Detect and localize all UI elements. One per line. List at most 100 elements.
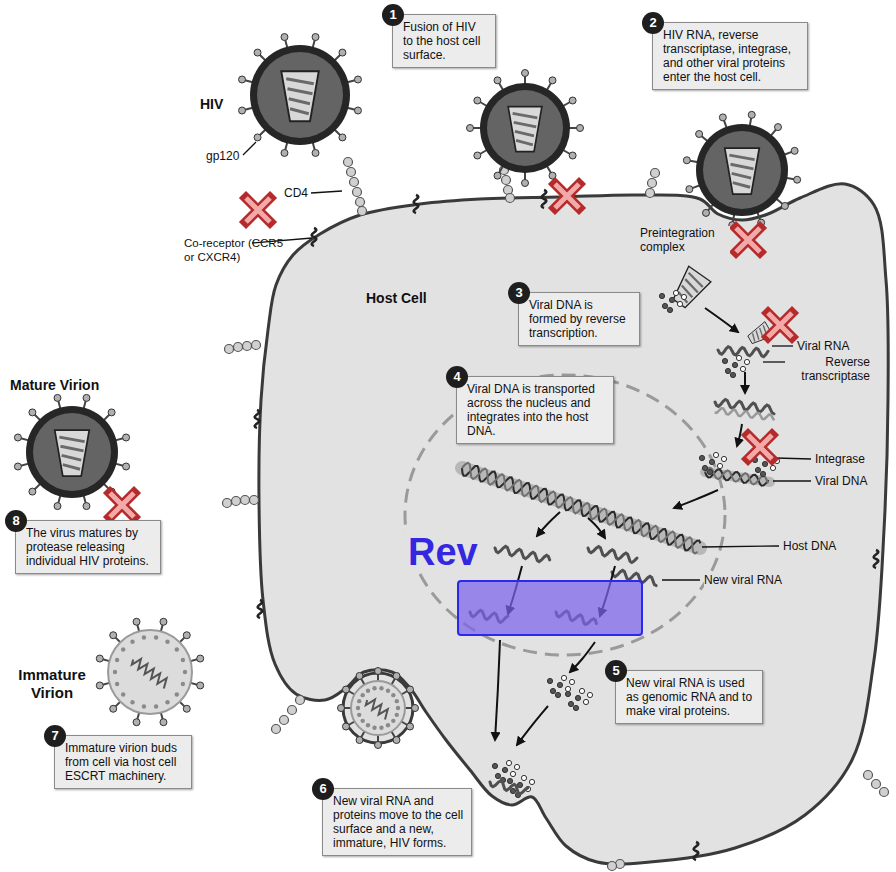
- step-text: Fusion of HIV to the host cell surface.: [403, 20, 489, 62]
- part-label: Host DNA: [783, 539, 836, 553]
- gp120-knob: [123, 463, 130, 470]
- gag-dot: [356, 706, 360, 710]
- gp120-knob: [686, 186, 693, 193]
- process-arrow: [537, 512, 560, 536]
- capsid-cone: [508, 107, 542, 152]
- viral-protein: [725, 368, 730, 373]
- virion-matrix: [703, 131, 781, 209]
- gp120-knob: [239, 107, 246, 114]
- gag-dot: [165, 639, 169, 643]
- gp120-knob: [412, 705, 419, 712]
- viral-protein: [573, 705, 578, 710]
- virion-envelope: [108, 630, 192, 714]
- gp120-knob: [54, 394, 61, 401]
- gag-dot: [391, 693, 395, 697]
- cd4-receptor: [225, 345, 234, 354]
- virion-matrix: [33, 413, 111, 491]
- capsid-coil: [729, 155, 754, 187]
- viral-protein: [507, 778, 512, 783]
- gp120-knob: [356, 737, 363, 744]
- gag-dot: [386, 723, 390, 727]
- gag-dot: [154, 704, 158, 708]
- capsid: [508, 107, 542, 152]
- cd4-receptor: [234, 343, 243, 352]
- gp120-knob: [703, 209, 710, 216]
- gp120-knob: [577, 125, 584, 132]
- capsid: [281, 71, 319, 121]
- viral-protein: [709, 459, 714, 464]
- gp120-knob: [110, 632, 117, 639]
- callout-number: 3: [508, 282, 530, 304]
- viral-protein: [517, 782, 522, 787]
- gag-dot: [395, 699, 399, 703]
- gp120-knob: [160, 719, 167, 726]
- gp120-knob: [123, 434, 130, 441]
- cd4-receptor: [288, 706, 297, 715]
- gp120-knob: [96, 682, 103, 689]
- cd4-receptor: [241, 496, 250, 505]
- gp120-knob: [312, 34, 319, 41]
- viral-protein: [510, 788, 515, 793]
- step-box: 2HIV RNA, reverse transcriptase, integra…: [652, 22, 808, 90]
- gp120-knob: [29, 488, 36, 495]
- block-mark: [736, 228, 760, 252]
- gag-dot: [181, 658, 185, 662]
- cd4-receptor: [506, 194, 515, 203]
- gp120-knob: [254, 49, 261, 56]
- viral-protein: [760, 471, 765, 476]
- viral-protein: [730, 372, 735, 377]
- gp120-knob: [569, 97, 576, 104]
- gp120-knob: [133, 719, 140, 726]
- gp120-knob: [474, 97, 481, 104]
- viral-protein: [514, 764, 519, 769]
- virion-envelope: [480, 83, 570, 173]
- leader-line: [243, 142, 256, 155]
- stage-label: Mature Virion: [10, 377, 99, 394]
- gp120-knob: [354, 107, 361, 114]
- viral-protein: [736, 355, 741, 360]
- viral-protein: [547, 678, 552, 683]
- cd4-receptor: [648, 179, 657, 188]
- gp120-knob: [29, 409, 36, 416]
- step-text: HIV RNA, reverse transcriptase, integras…: [663, 28, 801, 84]
- gp120-knob: [375, 668, 382, 675]
- viral-protein: [740, 366, 745, 371]
- gp120-knob: [569, 152, 576, 159]
- leader-line: [776, 458, 811, 459]
- host-cell-membrane: [259, 184, 888, 864]
- gp120-knob: [183, 632, 190, 639]
- process-arrow: [517, 706, 548, 745]
- callout-number: 5: [605, 660, 627, 682]
- gag-dot: [165, 700, 169, 704]
- gp120-knob: [108, 409, 115, 416]
- viral-protein: [722, 358, 727, 363]
- gag-dot: [360, 719, 364, 723]
- gag-dot: [115, 658, 119, 662]
- part-label: Preintegration complex: [640, 226, 730, 254]
- block-mark: [110, 493, 134, 517]
- viral-protein: [529, 779, 534, 784]
- gp120-knob: [342, 686, 349, 693]
- virion-matrix: [257, 52, 343, 138]
- gag-dot: [142, 635, 146, 639]
- cd4-receptor: [864, 771, 873, 780]
- gag-dot: [360, 693, 364, 697]
- step-box: 5New viral RNA is used as genomic RNA an…: [615, 670, 763, 724]
- gp120-knob: [183, 705, 190, 712]
- co-receptor: [694, 842, 699, 860]
- step-box: 8The virus matures by protease releasing…: [15, 520, 161, 574]
- cd4-receptor: [347, 168, 356, 177]
- cd4-receptor: [872, 780, 881, 789]
- part-label: Reverse transcriptase: [788, 355, 870, 383]
- virion-matrix: [487, 90, 563, 166]
- co-receptor: [542, 190, 547, 208]
- step-text: The virus matures by protease releasing …: [26, 526, 154, 568]
- step-box: 4Viral DNA is transported across the nuc…: [456, 376, 614, 444]
- part-label: Viral DNA: [815, 474, 867, 488]
- capsid: [55, 430, 90, 476]
- region-label: Host Cell: [366, 290, 427, 307]
- part-label: gp120: [206, 149, 239, 163]
- viral-protein: [555, 692, 560, 697]
- cd4-receptor: [252, 341, 261, 350]
- host-dna: [462, 463, 698, 554]
